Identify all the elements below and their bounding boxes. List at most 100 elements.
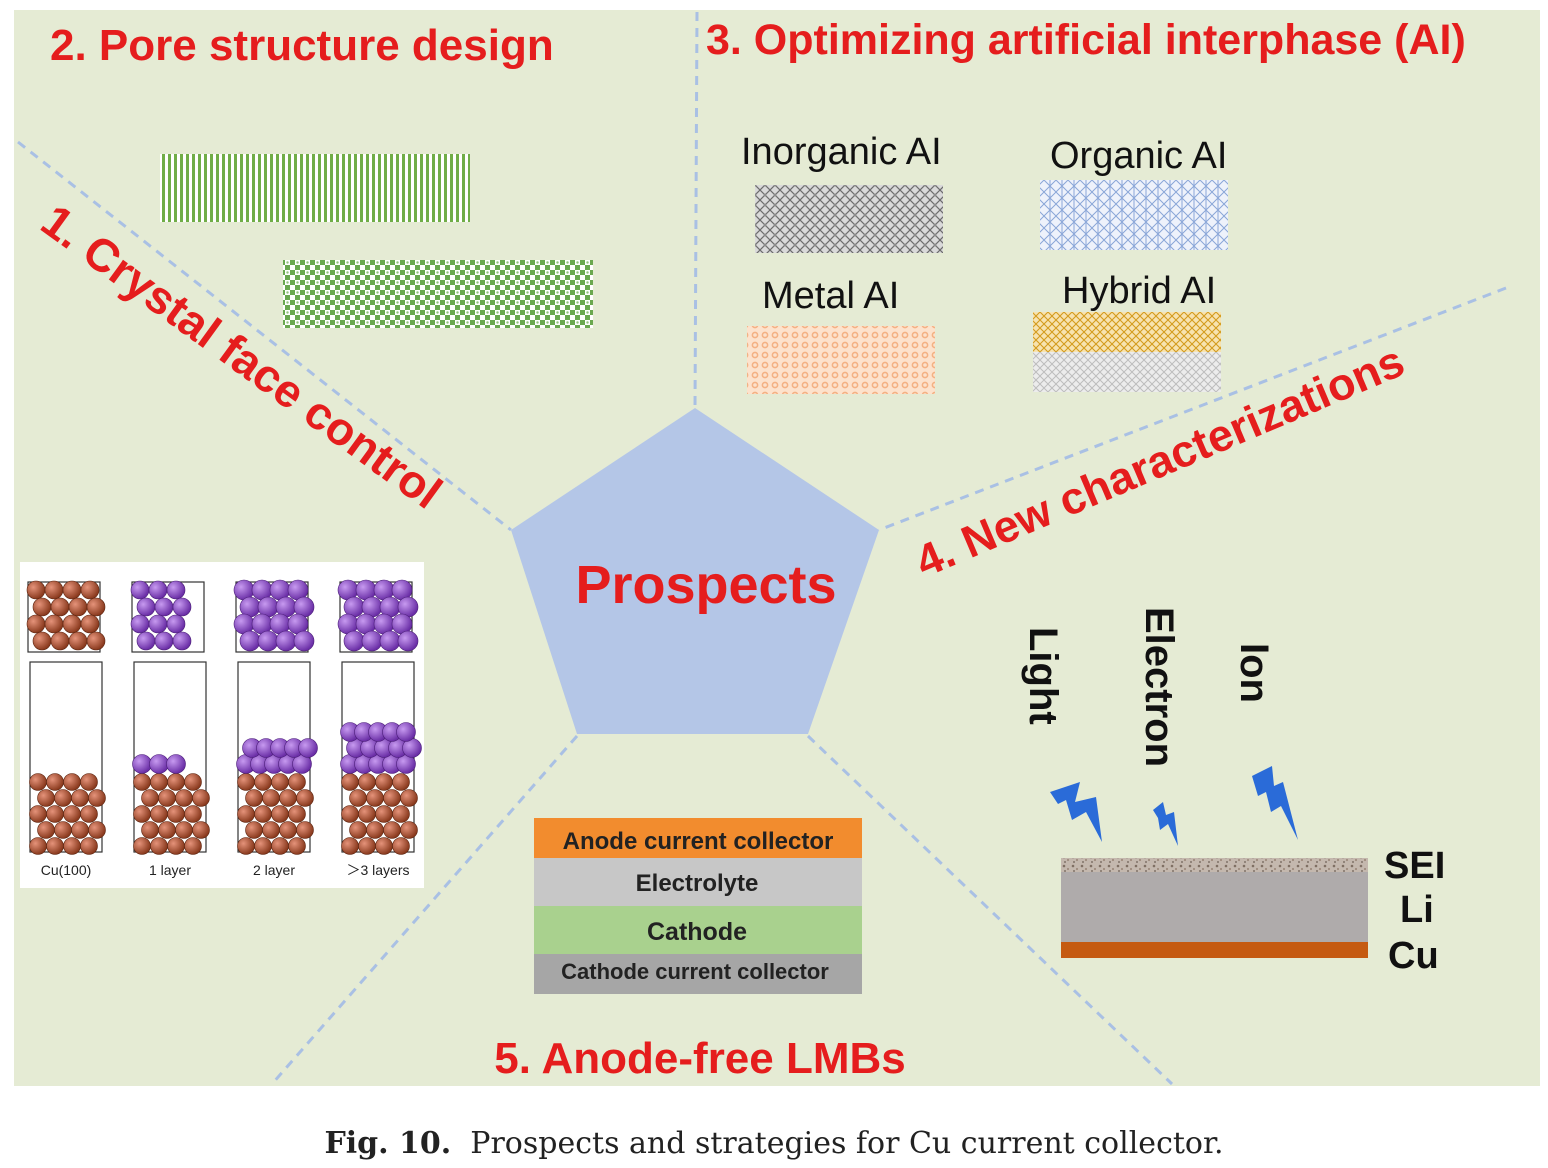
cu-atom xyxy=(392,805,410,823)
cu-atom xyxy=(192,821,210,839)
cu-atom xyxy=(366,821,384,839)
hybrid-ai-bottom-swatch xyxy=(1033,352,1221,392)
cu-atom xyxy=(366,789,384,807)
li-atom xyxy=(148,580,168,600)
li-atom xyxy=(172,597,192,617)
probe-ion-label: Ion xyxy=(1232,643,1276,703)
cu-atom xyxy=(254,773,272,791)
pore-checker-swatch xyxy=(283,260,593,328)
crystal-label-1-layer: 1 layer xyxy=(149,862,191,878)
cu-atom xyxy=(63,773,81,791)
cu-atom xyxy=(392,837,410,855)
cu-atom xyxy=(296,789,314,807)
hybrid-ai-label: Hybrid AI xyxy=(1062,270,1216,312)
section-interphase-title: 3. Optimizing artificial interphase (AI) xyxy=(706,16,1466,64)
cu-atom xyxy=(54,821,72,839)
hybrid-ai-top-swatch xyxy=(1033,312,1221,352)
cu-atom xyxy=(262,789,280,807)
li-atom xyxy=(172,631,192,651)
cu-atom xyxy=(271,805,289,823)
li-atom xyxy=(275,630,297,652)
cu-atom xyxy=(237,805,255,823)
cu-atom xyxy=(279,789,297,807)
probe-electron-label: Electron xyxy=(1137,607,1181,767)
li-atom xyxy=(298,738,318,758)
cu-atom xyxy=(86,597,106,617)
cu-atom xyxy=(80,805,98,823)
figure-caption: Fig. 10. Prospects and strategies for Cu… xyxy=(0,1126,1548,1161)
cathode-label: Cathode xyxy=(647,918,747,946)
cu-atom xyxy=(271,837,289,855)
cu-atom xyxy=(80,580,100,600)
cu-atom xyxy=(184,805,202,823)
cu-atom xyxy=(288,805,306,823)
cu-atom xyxy=(71,789,89,807)
cu-atom xyxy=(288,773,306,791)
cu-atom xyxy=(254,837,272,855)
cu-atom xyxy=(271,773,289,791)
cu-atom xyxy=(141,821,159,839)
divider-bottom-right xyxy=(806,734,1174,1086)
cu-atom xyxy=(44,614,64,634)
caption-text: Prospects and strategies for Cu current … xyxy=(470,1126,1224,1161)
cu-atom xyxy=(254,805,272,823)
metal-ai-swatch xyxy=(747,326,935,394)
li-atom xyxy=(154,597,174,617)
cu-atom xyxy=(29,837,47,855)
cu-atom xyxy=(32,597,52,617)
sei-label: SEI xyxy=(1384,845,1445,887)
cu-atom xyxy=(46,837,64,855)
cu-atom xyxy=(349,821,367,839)
cu-atom xyxy=(341,773,359,791)
prospects-label: Prospects xyxy=(575,555,836,615)
cu-atom xyxy=(29,805,47,823)
electrolyte-layer xyxy=(534,858,862,906)
li-atom xyxy=(130,614,150,634)
cu-atom xyxy=(279,821,297,839)
li-atom xyxy=(136,597,156,617)
anode-cc-layer xyxy=(534,818,862,858)
atom-models xyxy=(26,579,422,855)
anode-cc-label: Anode current collector xyxy=(563,828,834,855)
metal-ai-label: Metal AI xyxy=(762,275,899,317)
caption-label: Fig. 10. xyxy=(324,1126,452,1161)
cu-atom xyxy=(133,805,151,823)
cu-atom xyxy=(158,789,176,807)
cu-atom xyxy=(358,773,376,791)
organic-ai-swatch xyxy=(1040,180,1228,250)
cu-atom xyxy=(349,789,367,807)
cu-atom xyxy=(80,773,98,791)
battery-stack: Anode current collector Electrolyte Cath… xyxy=(534,818,862,994)
cu-atom xyxy=(46,805,64,823)
crystal-label-3-layers: ＞3 layers xyxy=(346,862,409,878)
cu-atom xyxy=(341,805,359,823)
cu-atom xyxy=(375,773,393,791)
light-bolt-icon xyxy=(1050,782,1102,842)
cu-atom xyxy=(383,821,401,839)
cu-atom xyxy=(375,805,393,823)
cu-atom xyxy=(88,821,106,839)
li-atom xyxy=(166,614,186,634)
cu-atom xyxy=(184,773,202,791)
divider-right xyxy=(878,286,1507,532)
cu-atom xyxy=(37,789,55,807)
unit-cell-outline xyxy=(27,581,101,653)
li-atom xyxy=(379,630,401,652)
cu-atom xyxy=(392,773,410,791)
cu-atom xyxy=(184,837,202,855)
cu-atom xyxy=(88,789,106,807)
cu-atom xyxy=(150,837,168,855)
divider-left xyxy=(17,140,512,532)
cu-atom xyxy=(245,821,263,839)
cu-atom xyxy=(62,614,82,634)
divider-top xyxy=(693,11,699,409)
li-atom xyxy=(154,631,174,651)
cu-atom xyxy=(29,773,47,791)
li-atom xyxy=(343,630,365,652)
cu-atom xyxy=(80,837,98,855)
cu-atom xyxy=(141,789,159,807)
cu-atom xyxy=(341,837,359,855)
section-pore-structure-title: 2. Pore structure design xyxy=(50,21,554,70)
cu-atom xyxy=(237,773,255,791)
